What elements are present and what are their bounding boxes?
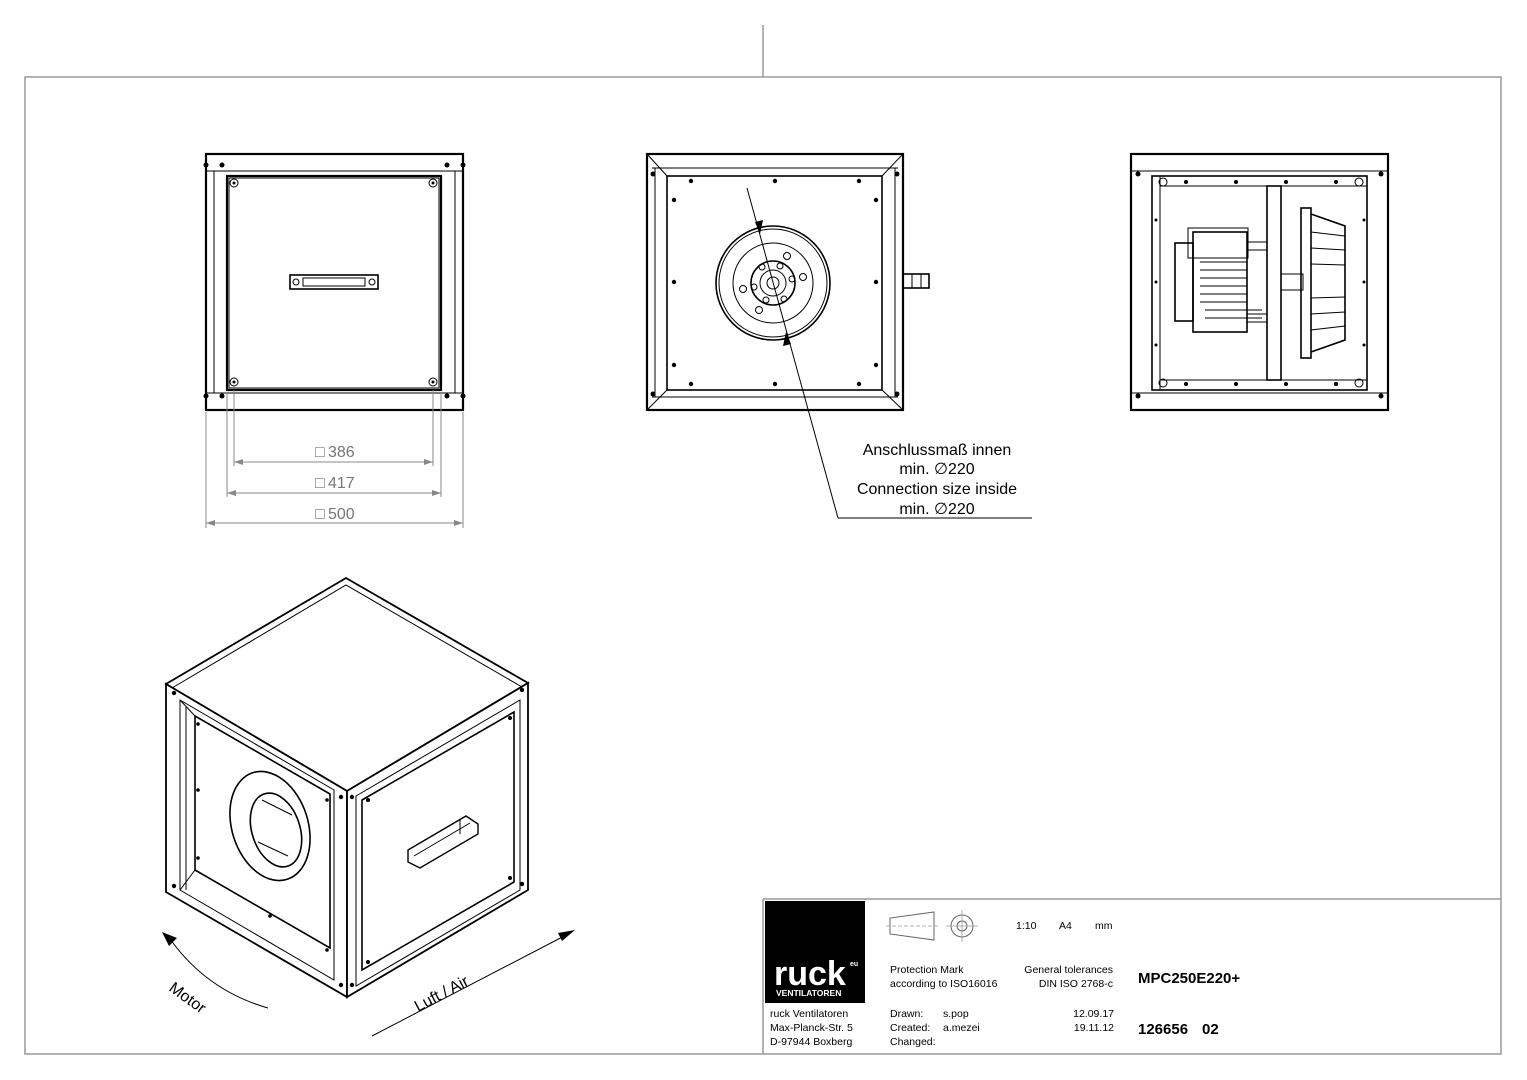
- revision: 02: [1202, 1021, 1219, 1038]
- logo-sub: VENTILATOREN: [776, 988, 841, 998]
- dimension-symbol-outer: □: [315, 506, 325, 523]
- created-date: 19.11.12: [1074, 1022, 1114, 1034]
- title-block: ruck eu VENTILATOREN 1:10 A4 mm Protecti…: [762, 898, 1501, 1054]
- protection-mark-line1: Protection Mark: [890, 964, 964, 976]
- inlet-view: [645, 152, 1032, 519]
- note-line-en-diameter: min. ∅220: [899, 501, 974, 518]
- drawn-label: Drawn:: [890, 1008, 923, 1020]
- projection-symbol: [886, 910, 978, 942]
- drawn-by: s.pop: [943, 1008, 969, 1020]
- note-line-de-diameter: min. ∅220: [899, 461, 974, 478]
- isometric-view: Motor Luft / Air: [162, 576, 575, 1037]
- logo-main: ruck: [774, 955, 846, 993]
- scale: 1:10: [1016, 920, 1037, 932]
- note-line-en: Connection size inside: [857, 481, 1017, 498]
- company-logo: [765, 901, 865, 1003]
- connection-size-note: Anschlussmaß innen min. ∅220 Connection …: [857, 442, 1017, 518]
- dimension-symbol-inner: □: [315, 444, 325, 461]
- paper-size: A4: [1059, 920, 1072, 932]
- front-view-door: [203, 152, 466, 412]
- created-label: Created:: [890, 1022, 930, 1034]
- unit: mm: [1095, 920, 1113, 932]
- company-street: Max-Planck-Str. 5: [770, 1022, 853, 1034]
- dimension-symbol-middle: □: [315, 475, 325, 492]
- dimension-outer: 500: [328, 506, 355, 523]
- airflow-direction-label: Luft / Air: [412, 973, 472, 1016]
- dimension-middle: 417: [328, 475, 355, 492]
- changed-label: Changed:: [890, 1036, 936, 1048]
- note-line-de: Anschlussmaß innen: [863, 442, 1012, 459]
- side-section-view: [1129, 152, 1390, 412]
- logo-sup: eu: [850, 961, 858, 968]
- model-number: MPC250E220+: [1138, 970, 1240, 987]
- dimension-inner: 386: [328, 444, 355, 461]
- tolerance-line1: General tolerances: [1024, 964, 1113, 976]
- created-by: a.mezei: [943, 1022, 980, 1034]
- front-view-dimensions: □ 386 □ 417 □ 500: [205, 390, 464, 528]
- company-name: ruck Ventilatoren: [770, 1008, 848, 1020]
- tolerance-line2: DIN ISO 2768-c: [1039, 978, 1113, 990]
- motor-direction-label: Motor: [166, 979, 210, 1017]
- protection-mark-line2: according to ISO16016: [890, 978, 998, 990]
- drawing-number: 126656: [1138, 1021, 1188, 1038]
- drawn-date: 12.09.17: [1073, 1008, 1114, 1020]
- company-city: D-97944 Boxberg: [770, 1036, 852, 1048]
